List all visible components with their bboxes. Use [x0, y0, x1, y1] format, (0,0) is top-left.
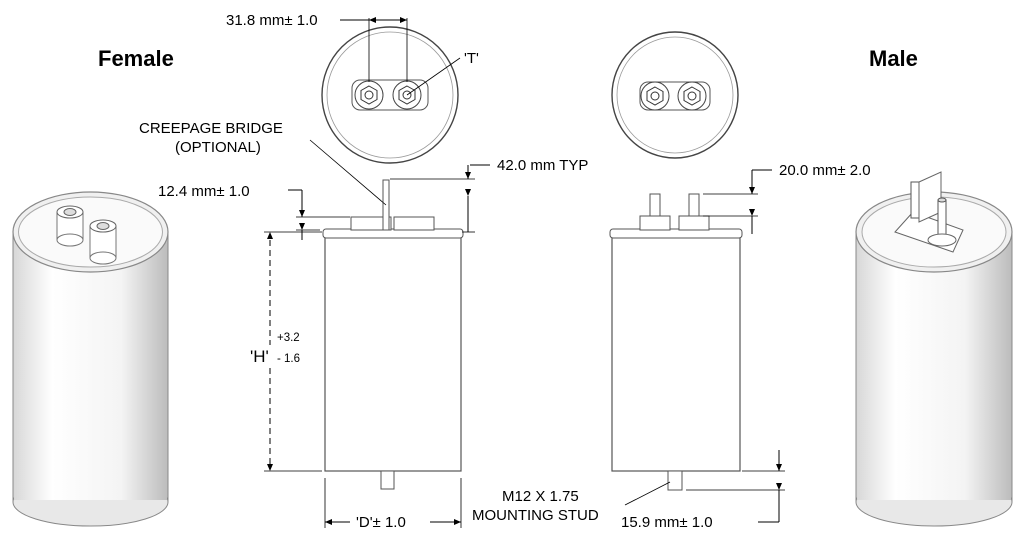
- creepage-optional-label: (OPTIONAL): [175, 139, 261, 156]
- female-terminal-offset-label: 12.4 mm± 1.0: [158, 183, 250, 200]
- female-title: Female: [98, 46, 174, 71]
- terminal-top-view-female-icon: [321, 26, 459, 164]
- creepage-bridge-label: CREEPAGE BRIDGE: [139, 120, 283, 137]
- mounting-stud-label: MOUNTING STUD: [472, 507, 599, 524]
- capacitor-female-side-view: [322, 179, 464, 490]
- terminal-height-label: 42.0 mm TYP: [497, 157, 588, 174]
- stud-length-label: 15.9 mm± 1.0: [621, 514, 713, 531]
- capacitor-male-3d-icon: [855, 171, 1013, 527]
- male-stud-height-label: 20.0 mm± 2.0: [779, 162, 871, 179]
- diameter-label: 'D'± 1.0: [356, 514, 406, 531]
- terminal-t-label: 'T': [464, 50, 479, 67]
- height-minus-tolerance: - 1.6: [277, 353, 300, 365]
- capacitor-male-side-view: [609, 193, 743, 491]
- height-plus-tolerance: +3.2: [277, 332, 300, 344]
- male-title: Male: [869, 46, 918, 71]
- capacitor-female-3d-icon: [12, 191, 169, 527]
- stud-thread-label: M12 X 1.75: [502, 488, 579, 505]
- height-label: 'H': [250, 347, 269, 366]
- terminal-spacing-label: 31.8 mm± 1.0: [226, 12, 318, 29]
- terminal-top-view-male-icon: [611, 31, 739, 159]
